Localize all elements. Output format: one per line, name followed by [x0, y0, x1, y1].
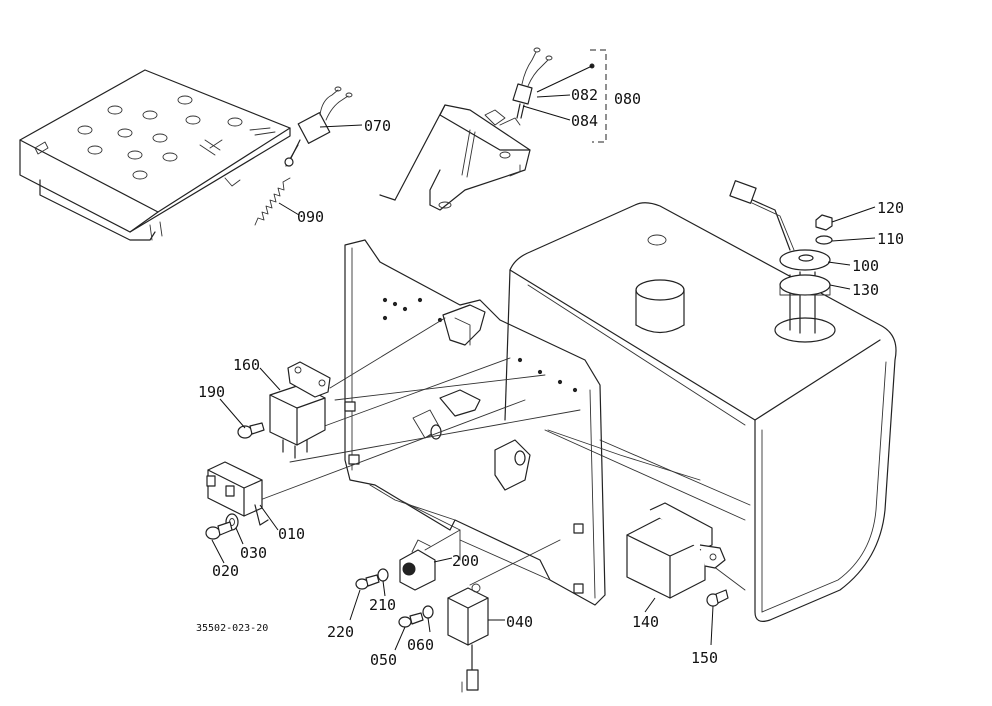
- switch-070-drawing: [284, 86, 353, 167]
- relay-200-drawing: [399, 539, 436, 591]
- part-label-050: 050: [370, 651, 397, 669]
- spring-090-drawing: [254, 177, 291, 226]
- part-label-220: 220: [327, 623, 354, 641]
- part-label-090: 090: [297, 208, 324, 226]
- part-label-190: 190: [198, 383, 225, 401]
- washer-210-drawing: [377, 568, 389, 582]
- bolt-220-drawing: [355, 574, 380, 590]
- part-label-100: 100: [852, 257, 879, 275]
- drawing-code: 35502-023-20: [196, 623, 268, 634]
- part-label-160: 160: [233, 356, 260, 374]
- washer-060-drawing: [422, 605, 434, 619]
- part-label-040: 040: [506, 613, 533, 631]
- relay-010-drawing: [206, 461, 269, 526]
- part-label-210: 210: [369, 596, 396, 614]
- relay-160-drawing: [269, 361, 331, 459]
- part-label-080: 080: [614, 90, 641, 108]
- part-label-030: 030: [240, 544, 267, 562]
- part-label-084: 084: [571, 112, 598, 130]
- part-label-020: 020: [212, 562, 239, 580]
- bolt-050-drawing: [398, 612, 424, 628]
- part-label-070: 070: [364, 117, 391, 135]
- part-labels: 070 090 082 080 084 120 110 100 130 160 …: [196, 86, 904, 669]
- mounting-panel-drawing: [344, 239, 606, 606]
- floor-plate-drawing: [19, 69, 291, 241]
- flasher-040-drawing: [447, 583, 489, 693]
- part-label-140: 140: [632, 613, 659, 631]
- assembly-lines: [259, 317, 746, 591]
- part-label-110: 110: [877, 230, 904, 248]
- bolt-150-drawing: [706, 589, 729, 607]
- part-label-082: 082: [571, 86, 598, 104]
- part-label-130: 130: [852, 281, 879, 299]
- relay-140-drawing: [626, 502, 726, 599]
- part-label-060: 060: [407, 636, 434, 654]
- fuel-tank-drawing: [504, 180, 897, 622]
- part-label-200: 200: [452, 552, 479, 570]
- bolt-190-drawing: [237, 422, 265, 439]
- bracket-080-drawing: [379, 47, 553, 211]
- bolt-020-drawing: [205, 521, 233, 540]
- leader-lines: [211, 65, 876, 651]
- part-label-120: 120: [877, 199, 904, 217]
- part-label-150: 150: [691, 649, 718, 667]
- part-label-010: 010: [278, 525, 305, 543]
